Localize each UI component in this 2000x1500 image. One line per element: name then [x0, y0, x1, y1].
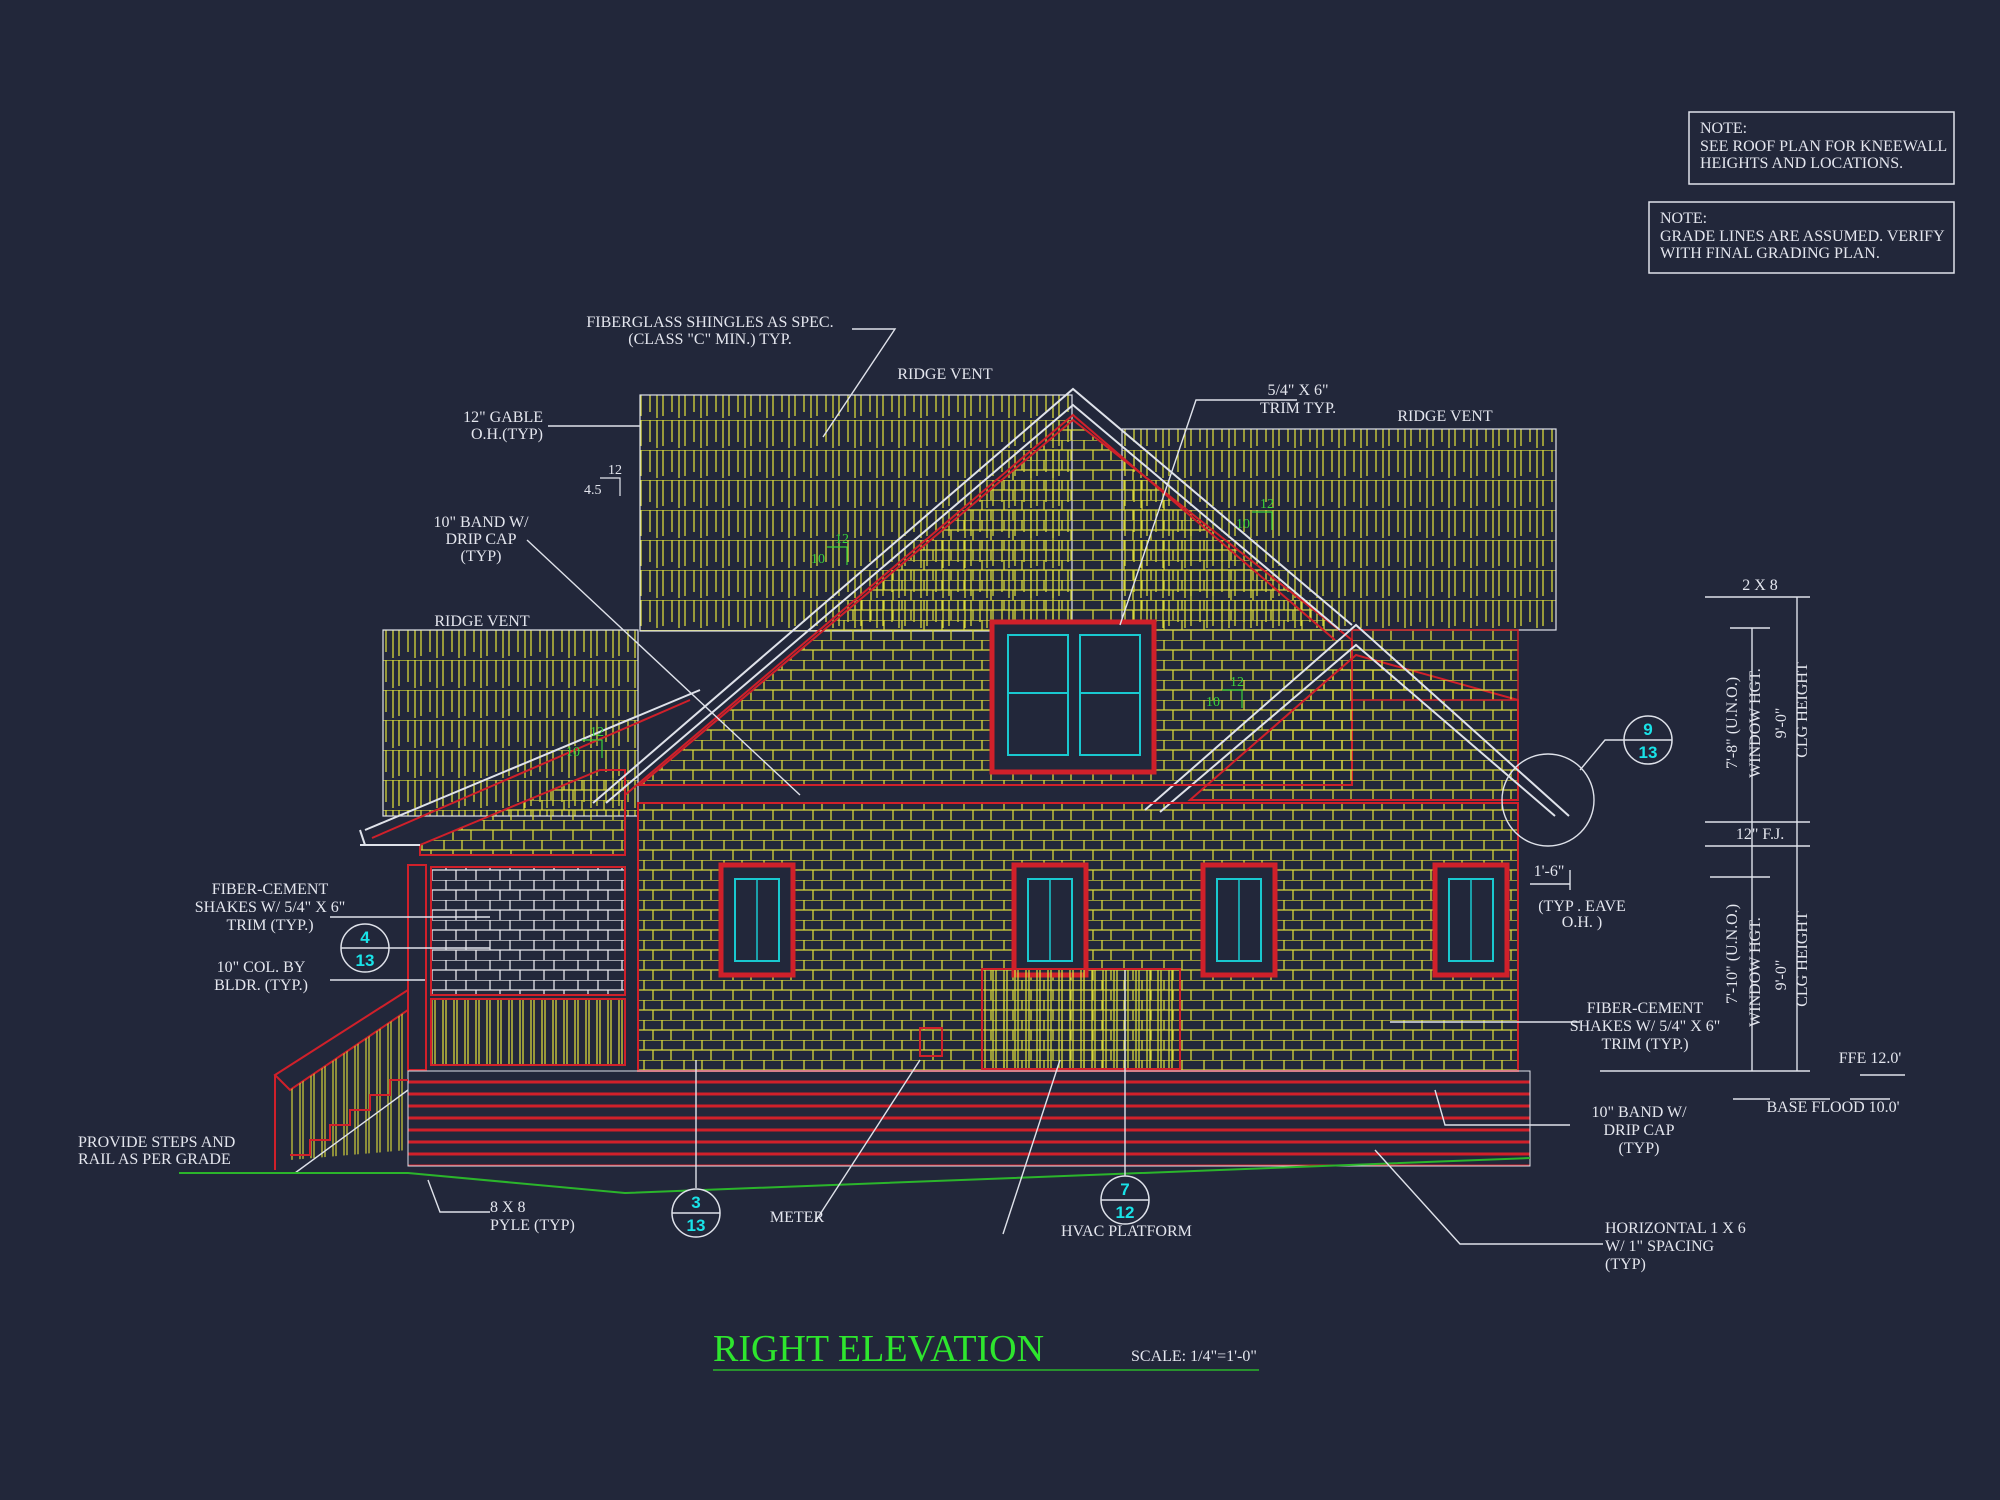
- roof-pitch-mark: 12 10: [811, 532, 849, 567]
- main-gable-trim-red: [624, 413, 1336, 796]
- note-line: WITH FINAL GRADING PLAN.: [1660, 245, 1880, 262]
- annotation-label: BASE FLOOD 10.0': [1766, 1099, 1899, 1116]
- porch-roof-trim: [359, 689, 701, 846]
- annotation-label: RIDGE VENT: [897, 366, 992, 383]
- svg-text:12: 12: [590, 725, 604, 740]
- sheet-number: 12: [1116, 1203, 1135, 1222]
- roof-pitch-mark: 124.5: [584, 463, 622, 498]
- grade-line: [179, 1157, 1531, 1195]
- annotation-label: FIBERGLASS SHINGLES AS SPEC.(CLASS "C" M…: [586, 314, 833, 348]
- window: [1200, 862, 1278, 978]
- drawing-title: RIGHT ELEVATION: [713, 1328, 1044, 1370]
- annotation-label: RIDGE VENT: [434, 613, 529, 630]
- annotation-label: HVAC PLATFORM: [1061, 1223, 1192, 1240]
- hvac-platform-screen: [981, 968, 1181, 1070]
- note-line: SEE ROOF PLAN FOR KNEEWALL: [1700, 138, 1947, 155]
- vertical-dimension-label: CLG HEIGHT: [1794, 662, 1811, 758]
- detail-number: 7: [1120, 1180, 1129, 1199]
- detail-number: 9: [1643, 720, 1652, 739]
- vertical-dimension-label: 7'-10" (U.N.O.): [1724, 904, 1741, 1004]
- porch-stairs: [273, 988, 409, 1174]
- svg-text:12: 12: [1260, 497, 1274, 512]
- roof-pitch-mark: 12 10: [566, 725, 604, 760]
- dimension-lines: [1530, 596, 1905, 1100]
- svg-text:10: 10: [566, 745, 580, 760]
- window: [1432, 862, 1510, 978]
- drawing-scale: SCALE: 1/4"=1'-0": [1131, 1348, 1257, 1365]
- sheet-number: 13: [356, 951, 375, 970]
- window: [718, 862, 796, 978]
- sheet-number: 13: [1639, 743, 1658, 762]
- annotation-label: 1'-6": [1534, 863, 1565, 880]
- svg-text:12: 12: [608, 463, 622, 478]
- upper-double-window: [989, 619, 1157, 775]
- note-heading: NOTE:: [1660, 210, 1707, 227]
- porch-railing: [430, 998, 626, 1066]
- house-elevation: [179, 328, 1905, 1245]
- section-detail-bubble[interactable]: 413: [340, 923, 390, 973]
- annotation-label: RIDGE VENT: [1397, 408, 1492, 425]
- annotation-label: FFE 12.0': [1839, 1050, 1902, 1067]
- porch-column: [407, 864, 427, 1071]
- section-detail-bubble[interactable]: 712: [1100, 1175, 1150, 1225]
- window: [1011, 862, 1089, 978]
- band-drip-cap: [638, 784, 1518, 804]
- annotation-label: 10" BAND W/DRIP CAP(TYP): [1591, 1104, 1687, 1157]
- detail-number: 3: [691, 1193, 700, 1212]
- note-line: HEIGHTS AND LOCATIONS.: [1700, 155, 1903, 172]
- svg-text:10: 10: [1236, 517, 1250, 532]
- note-heading: NOTE:: [1700, 120, 1747, 137]
- svg-text:12: 12: [835, 532, 849, 547]
- svg-text:12: 12: [1230, 675, 1244, 690]
- leader-lines: [330, 328, 1624, 1245]
- vertical-dimension-label: CLG HEIGHT: [1794, 911, 1811, 1007]
- vertical-dimension-label: WINDOW HGT.: [1747, 917, 1764, 1027]
- main-gable-trim: [592, 387, 1353, 804]
- detail-number: 4: [360, 928, 370, 947]
- svg-text:10: 10: [1206, 695, 1220, 710]
- porch-stone-wall: [430, 866, 626, 996]
- foundation-horizontal-siding: [407, 1070, 1531, 1167]
- roof-pitch-mark: 12 10: [1236, 497, 1274, 532]
- porch-gable: [419, 769, 626, 856]
- annotation-label: METER: [770, 1209, 825, 1226]
- vertical-dimension-label: 9'-0": [1773, 960, 1790, 991]
- right-upper-wall: [1351, 629, 1519, 701]
- vertical-dimension-label: 9'-0": [1773, 708, 1790, 739]
- detail-callout-circle: [1501, 753, 1595, 847]
- porch-roof-trim-red: [371, 699, 691, 839]
- note-box: NOTE:GRADE LINES ARE ASSUMED. VERIFYWITH…: [1648, 201, 1955, 274]
- right-gable-trim: [1144, 623, 1570, 817]
- sheet-number: 13: [687, 1216, 706, 1235]
- section-detail-bubble[interactable]: 313: [671, 1188, 721, 1238]
- section-detail-bubble[interactable]: 913: [1623, 715, 1673, 765]
- svg-text:10: 10: [811, 552, 825, 567]
- note-line: GRADE LINES ARE ASSUMED. VERIFY: [1660, 228, 1945, 245]
- meter: [919, 1027, 943, 1057]
- roof-pitch-mark: 12 10: [1206, 675, 1244, 710]
- vertical-dimension-label: 7'-8" (U.N.O.): [1724, 677, 1741, 769]
- svg-text:4.5: 4.5: [584, 483, 602, 498]
- annotation-label: 10" BAND W/DRIP CAP(TYP): [433, 514, 529, 565]
- annotation-label: 2 X 8: [1742, 577, 1778, 594]
- vertical-dimension-label: WINDOW HGT.: [1747, 668, 1764, 778]
- drawing-title-block: RIGHT ELEVATION SCALE: 1/4"=1'-0": [713, 1328, 1259, 1371]
- annotation-label: 5/4" X 6"TRIM TYP.: [1260, 382, 1336, 417]
- annotation-label: 12" F.J.: [1736, 826, 1784, 843]
